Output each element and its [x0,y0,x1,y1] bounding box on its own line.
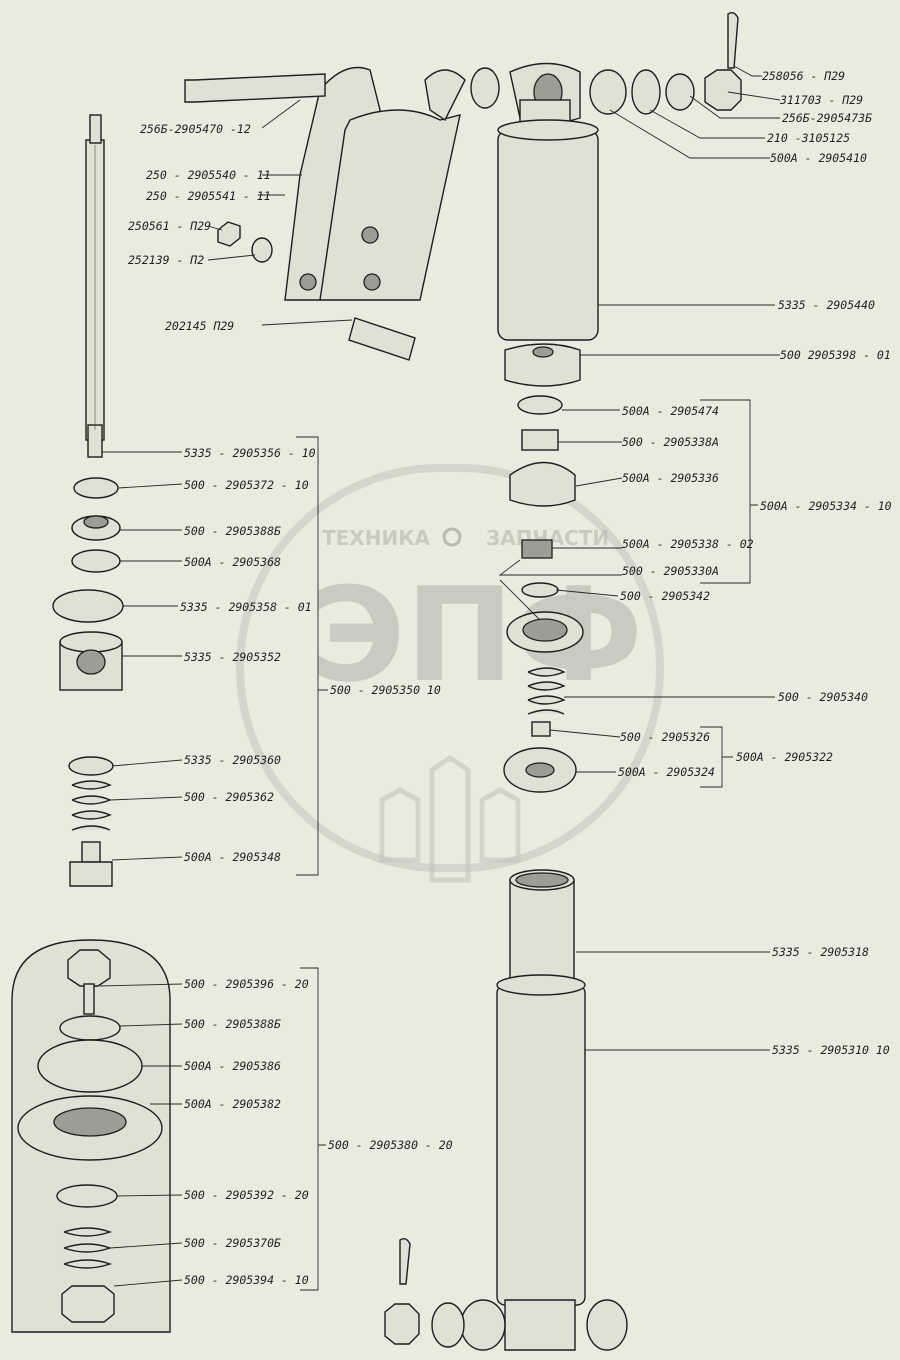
label-500-2905338a: 500 - 2905338А [622,435,719,449]
label-500a-2905382: 500А - 2905382 [184,1097,281,1111]
label-210-3105125: 210 -3105125 [767,131,850,145]
label-258056: 258056 - П29 [762,69,845,83]
label-500-2905330a: 500 - 2905330А [622,564,719,578]
label-250-2905541: 250 - 2905541 - 11 [146,189,271,203]
label-5335-2905360: 5335 - 2905360 [184,753,281,767]
label-500-2905370b: 500 - 2905370Б [184,1236,281,1250]
label-311703: 311703 - П29 [779,93,863,107]
piston-rod [85,114,105,458]
label-500-2905340: 500 - 2905340 [778,690,868,704]
inset-valve-parts [11,939,171,1333]
upper-cylinder [497,99,599,387]
mounting-bracket [184,66,466,361]
label-5335-2905318: 5335 - 2905318 [772,945,869,959]
label-500-2905362: 500 - 2905362 [184,790,274,804]
label-500-2905372: 500 - 2905372 - 10 [184,478,309,492]
label-252139: 252139 - П2 [128,253,204,267]
label-5335-2905356: 5335 - 2905356 - 10 [184,446,316,460]
label-500a-2905348: 500А - 2905348 [184,850,281,864]
label-5335-2905352: 5335 - 2905352 [184,650,281,664]
label-500-2905380: 500 - 2905380 - 20 [328,1138,453,1152]
label-5335-2905310: 5335 - 2905310 10 [772,1043,890,1057]
middle-valve-parts [503,395,584,793]
label-500-2905398: 500 2905398 - 01 [780,348,891,362]
label-500-2905392: 500 - 2905392 - 20 [184,1188,309,1202]
label-500-2905342: 500 - 2905342 [620,589,710,603]
label-250-2905540: 250 - 2905540 - 11 [146,168,271,182]
label-500-2905394: 500 - 2905394 - 10 [184,1273,309,1287]
watermark-logo: ЭПФ ТЕХНИКА ЗАПЧАСТИ [236,464,664,883]
left-valve-parts [52,477,124,887]
label-500-2905350: 500 - 2905350 10 [330,683,441,697]
label-500-2905396: 500 - 2905396 - 20 [184,977,309,991]
watermark-wheat [379,754,521,883]
watermark-brand-left: ТЕХНИКА [322,526,431,550]
label-500a-2905474: 500А - 2905474 [622,404,719,418]
label-500-2905388b-2: 500 - 2905388Б [184,1017,281,1031]
label-500a-2905338-02: 500А - 2905338 - 02 [622,537,754,551]
label-5335-2905358: 5335 - 2905358 - 01 [180,600,312,614]
label-500-2905326: 500 - 2905326 [620,730,710,744]
label-500a-2905324: 500А - 2905324 [618,765,715,779]
label-250561: 250561 - П29 [128,219,211,233]
label-500a-2905386: 500А - 2905386 [184,1059,281,1073]
watermark-logo-text: ЭПФ [310,559,643,711]
label-256b-2905470: 256Б-2905470 -12 [140,122,251,136]
label-500-2905388b: 500 - 2905388Б [184,524,281,538]
part-labels: 258056 - П29 311703 - П29 256Б-2905473Б … [128,69,892,1287]
label-202145: 202145 П29 [165,319,234,333]
label-500a-2905410: 500А - 2905410 [770,151,867,165]
label-500a-2905336: 500А - 2905336 [622,471,719,485]
label-500a-2905334: 500А - 2905334 - 10 [760,499,892,513]
label-5335-2905440: 5335 - 2905440 [778,298,875,312]
lower-cylinder [384,869,628,1351]
label-256b-2905473b: 256Б-2905473Б [782,111,872,125]
top-eye-bushings [470,11,742,124]
label-500a-2905322: 500А - 2905322 [736,750,833,764]
gear-icon [442,527,462,547]
leader-lines [99,65,781,1291]
label-500a-2905368: 500А - 2905368 [184,555,281,569]
